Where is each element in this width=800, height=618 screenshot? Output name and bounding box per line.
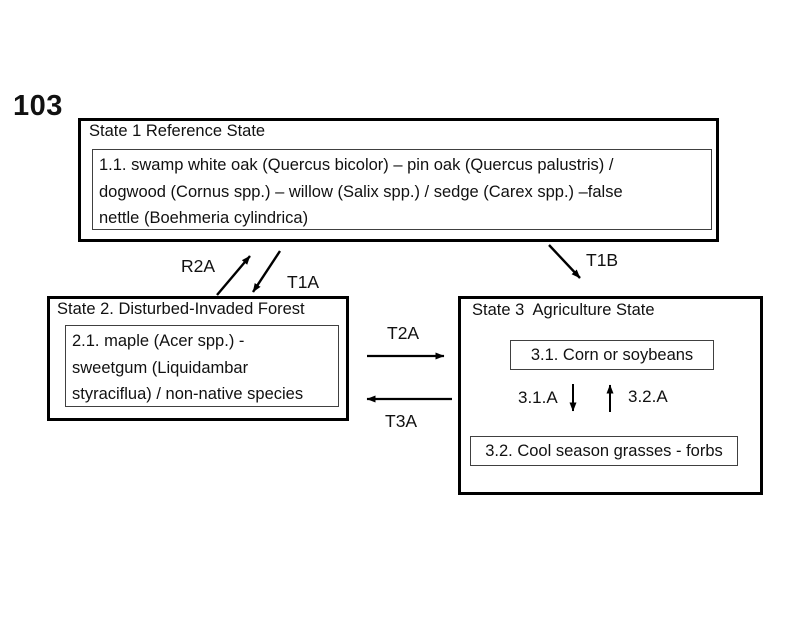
state1-title: State 1 Reference State [89,122,266,140]
community-1-1-line: 1.1. swamp white oak (Quercus bicolor) –… [99,156,614,174]
transition-label-3-2-a: 3.2.A [628,387,668,406]
community-3-1-label: 3.1. Corn or soybeans [530,345,694,364]
community-2-1-box: 2.1. maple (Acer spp.) - sweetgum (Liqui… [65,325,339,407]
community-3-2-label: 3.2. Cool season grasses - forbs [485,441,723,460]
community-2-1-line: sweetgum (Liquidambar [72,358,249,377]
transition-arrow-t1a [251,250,282,293]
transition-arrow-t1b [548,244,581,279]
community-1-1-box: 1.1. swamp white oak (Quercus bicolor) –… [92,149,712,230]
state1-box: State 1 Reference State 1.1. swamp white… [78,118,719,242]
transition-arrow-r2a [216,255,251,296]
transition-label-t3a: T3A [385,411,418,431]
transition-label-t2a: T2A [387,323,420,343]
transition-label-r2a: R2A [181,256,216,276]
state2-title: State 2. Disturbed-Invaded Forest [57,300,305,318]
community-1-1-line: nettle (Boehmeria cylindrica) [99,209,309,227]
transition-label-3-1-a: 3.1.A [518,388,558,407]
community-3-1-box: 3.1. Corn or soybeans [510,340,714,370]
community-2-1-line: 2.1. maple (Acer spp.) - [72,332,245,350]
state2-box: State 2. Disturbed-Invaded Forest 2.1. m… [47,296,349,421]
state3-box: State 3 Agriculture State 3.1. Corn or s… [458,296,763,495]
community-2-1-line: styraciflua) / non-native species [72,385,304,403]
state3-title: State 3 Agriculture State [472,301,655,319]
community-1-1-line: dogwood (Cornus spp.) – willow (Salix sp… [99,182,623,201]
transition-label-t1a: T1A [287,272,320,292]
community-3-2-box: 3.2. Cool season grasses - forbs [470,436,738,466]
figure-number: 103 [13,90,63,122]
transition-label-t1b: T1B [586,250,619,270]
